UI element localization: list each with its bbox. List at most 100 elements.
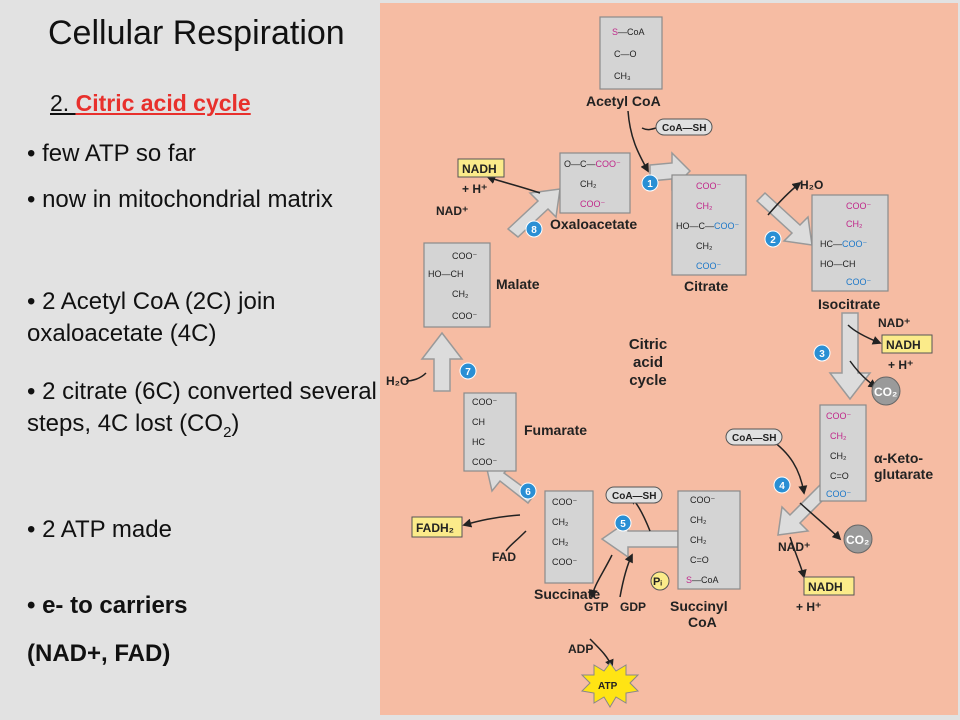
- gtp-arrow: [588, 554, 613, 599]
- co2-circle-3: CO₂: [871, 376, 901, 406]
- acetyl-methyl: CH₃: [614, 71, 631, 81]
- citrate-box: [671, 174, 747, 276]
- bullet-citrate-close: ): [231, 410, 240, 437]
- step-3-label: 3: [819, 349, 825, 360]
- step-7-label: 7: [465, 367, 471, 378]
- arrow-step-4: [777, 483, 832, 536]
- step-6-badge: 6: [519, 482, 537, 500]
- gdp-label: GDP: [620, 600, 646, 614]
- svg-text:COO⁻: COO⁻: [826, 411, 852, 421]
- nad-label-8: NAD⁺: [436, 204, 468, 218]
- svg-text:COO⁻: COO⁻: [452, 251, 478, 261]
- atp-label: ATP: [598, 681, 618, 692]
- nadh-box-3: [881, 334, 933, 354]
- diagram-background: [380, 3, 958, 715]
- coa-sh-label-4: CoA—SH: [732, 433, 776, 444]
- svg-text:COO⁻: COO⁻: [452, 311, 478, 321]
- coa-sh-badge-1: [655, 118, 713, 136]
- bullet-atp-made: • 2 ATP made: [27, 516, 172, 543]
- alpha-kg-label-1: α-Keto-: [874, 450, 923, 466]
- svg-text:COO⁻: COO⁻: [552, 557, 578, 567]
- atp-starburst: ATP: [580, 662, 640, 708]
- fumarate-label: Fumarate: [524, 422, 587, 438]
- coa-sh-badge-5: [605, 486, 663, 504]
- gtp-label: GTP: [584, 600, 609, 614]
- svg-text:COO⁻: COO⁻: [696, 261, 722, 271]
- step-7-badge: 7: [459, 362, 477, 380]
- step-1-badge: 1: [641, 174, 659, 192]
- svg-text:COO⁻: COO⁻: [690, 495, 716, 505]
- center-label-2: acid: [633, 354, 663, 371]
- fadh2-label: FADH₂: [416, 521, 454, 535]
- svg-text:C=O: C=O: [690, 555, 709, 565]
- acetyl-carbonyl: C—O: [614, 49, 637, 59]
- h2o-label-7: H₂O: [386, 374, 409, 388]
- pi-label: Pᵢ: [653, 576, 662, 588]
- svg-text:CH₂: CH₂: [696, 201, 713, 211]
- fumarate-box: [463, 392, 517, 472]
- co2-label-3: CO₂: [874, 385, 897, 399]
- gdp-arrow: [619, 553, 633, 598]
- slide-title: Cellular Respiration: [48, 14, 345, 52]
- malate-box: [423, 242, 491, 328]
- co2-subscript: 2: [223, 423, 232, 441]
- svg-text:COO⁻: COO⁻: [696, 181, 722, 191]
- svg-text:S—CoA: S—CoA: [612, 27, 645, 37]
- svg-text:HO—CH: HO—CH: [820, 259, 856, 269]
- step-4-badge: 4: [773, 476, 791, 494]
- svg-text:COO⁻: COO⁻: [580, 199, 606, 209]
- malate-label: Malate: [496, 276, 540, 292]
- svg-text:CH₂: CH₂: [696, 241, 713, 251]
- alpha-kg-label-2: glutarate: [874, 466, 933, 482]
- arrow-step-8: [506, 188, 561, 238]
- fadh2-arrow: [462, 514, 521, 528]
- center-label-1: Citric: [629, 336, 667, 353]
- adp-label: ADP: [568, 642, 593, 656]
- bullet-e-carriers: • e- to carriers: [27, 592, 188, 619]
- step-8-badge: 8: [525, 220, 543, 238]
- nadh-arrow-4: [789, 536, 807, 579]
- nadh-label-8: NADH: [462, 162, 497, 176]
- fad-line: [505, 530, 527, 552]
- section-heading: 2. Citric acid cycle: [50, 90, 251, 117]
- svg-text:CH: CH: [472, 417, 485, 427]
- section-number: 2.: [50, 90, 76, 116]
- bullet-mitochondrial-matrix: • now in mitochondrial matrix: [27, 186, 333, 213]
- h-label-3: + H⁺: [888, 358, 913, 372]
- svg-text:COO⁻: COO⁻: [846, 277, 872, 287]
- fadh2-box: [411, 516, 463, 538]
- step-8-label: 8: [531, 225, 537, 236]
- co2-label-4: CO₂: [846, 533, 869, 547]
- citric-acid-cycle-diagram: S—CoA C—O CH₃ O—C—COO⁻ CH₂ COO⁻ COO⁻ CH₂…: [380, 3, 958, 715]
- svg-text:COO⁻: COO⁻: [472, 457, 498, 467]
- coa-release-line: [641, 127, 657, 131]
- step-5-label: 5: [620, 519, 626, 530]
- step-1-label: 1: [647, 179, 653, 190]
- svg-text:COO⁻: COO⁻: [846, 201, 872, 211]
- step-5-badge: 5: [614, 514, 632, 532]
- nadh-arrow-3: [847, 324, 882, 345]
- acetyl-coa-label: Acetyl CoA: [586, 93, 661, 109]
- h2o-arrow: [767, 181, 802, 216]
- arrow-step-3: [828, 312, 872, 401]
- svg-text:O—C—COO⁻: O—C—COO⁻: [564, 159, 621, 169]
- step-3-badge: 3: [813, 344, 831, 362]
- h2o-line-7: [405, 372, 427, 382]
- svg-text:CH₂: CH₂: [552, 517, 569, 527]
- svg-text:CH₂: CH₂: [580, 179, 597, 189]
- center-label-3: cycle: [629, 372, 667, 389]
- svg-text:S—CoA: S—CoA: [686, 575, 719, 585]
- succinate-label: Succinate: [534, 586, 600, 602]
- alpha-kg-box: [819, 404, 867, 502]
- svg-text:CH₂: CH₂: [830, 431, 847, 441]
- svg-text:CH₂: CH₂: [846, 219, 863, 229]
- oxaloacetate-label: Oxaloacetate: [550, 216, 637, 232]
- nadh-box-8: [457, 158, 505, 178]
- coa-sh-badge-4: [725, 428, 783, 446]
- svg-text:C=O: C=O: [830, 471, 849, 481]
- svg-text:COO⁻: COO⁻: [826, 489, 852, 499]
- isocitrate-box: [811, 194, 889, 292]
- oxaloacetate-box: [559, 152, 631, 214]
- acetyl-coa-entry-arrow: [627, 110, 649, 173]
- step-2-label: 2: [770, 235, 776, 246]
